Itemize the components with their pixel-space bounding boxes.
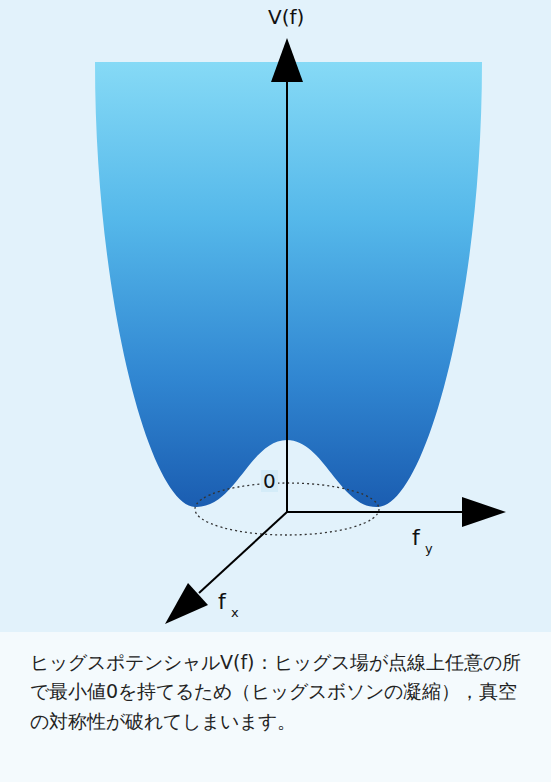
v-axis [286,78,288,512]
fy-axis [287,511,464,513]
fx-axis-arrowhead [165,583,208,624]
axis-label: V(f) [268,6,304,28]
figure-caption: ヒッグスポテンシャルV(f)：ヒッグス場が点線上任意の所で最小値0を持てるため（… [30,648,522,736]
origin-label: 0 [261,470,278,492]
axis-label: f [218,590,226,614]
axis-label: f [412,526,420,550]
v-axis-arrowhead [271,38,303,82]
axis-subscript: y [425,542,433,556]
fx-axis [199,512,287,593]
axis-subscript: x [231,606,239,620]
fy-axis-arrowhead [462,497,506,527]
mexican-hat-potential [95,62,482,507]
